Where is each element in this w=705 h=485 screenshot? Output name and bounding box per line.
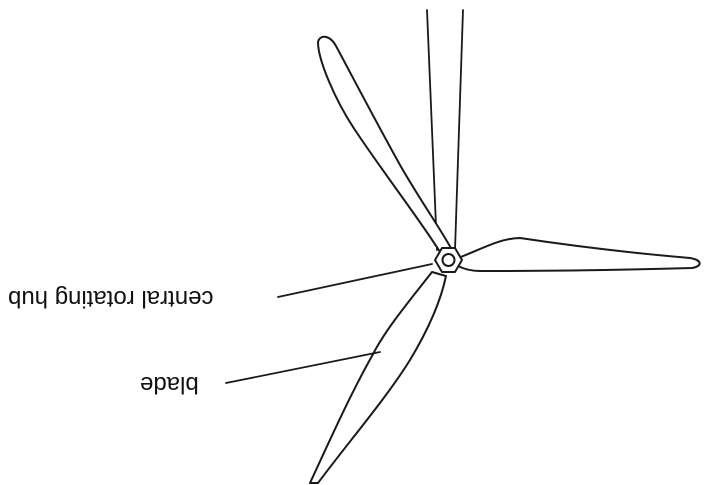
blade-label: blade	[140, 372, 199, 396]
tower	[427, 10, 463, 250]
tower-right-edge	[455, 10, 463, 250]
blade-lower	[310, 272, 446, 483]
blade-right	[458, 238, 700, 271]
hub-label: central rotating hub	[8, 286, 213, 310]
central-hub	[435, 248, 462, 272]
hub-leader-line	[278, 264, 432, 297]
blade-leader-line	[226, 352, 380, 383]
hub-center	[443, 254, 455, 266]
